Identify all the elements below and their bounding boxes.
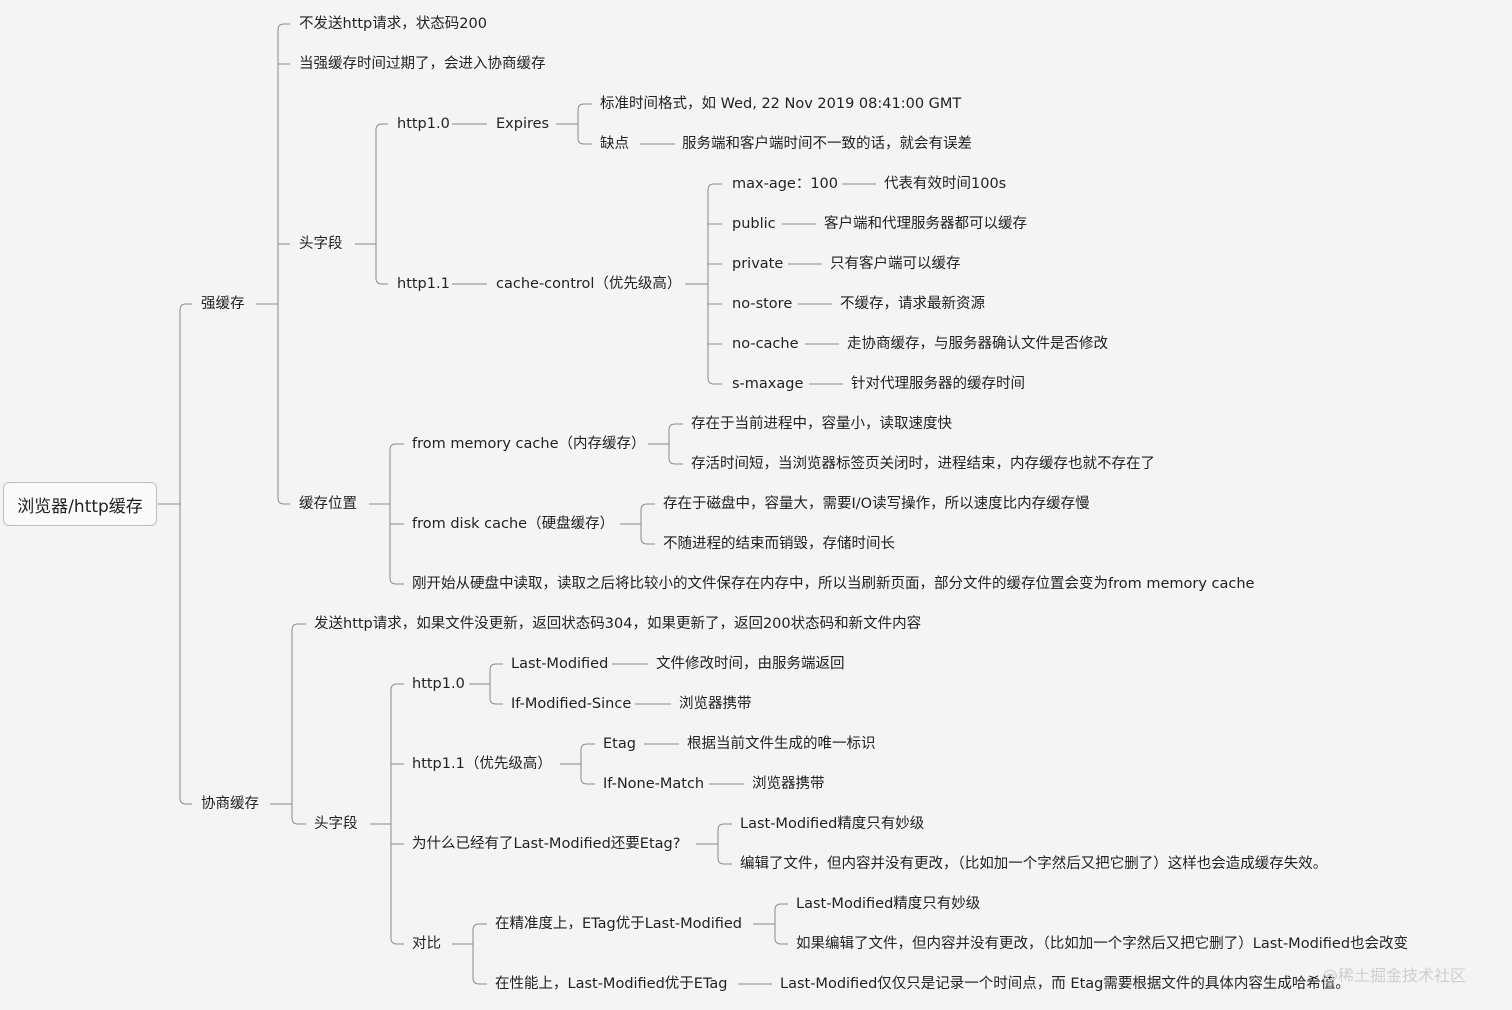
root-node[interactable]: 浏览器/http缓存: [3, 482, 157, 526]
directive-desc[interactable]: 不缓存，请求最新资源: [840, 296, 985, 312]
compare-precision-item[interactable]: Last-Modified精度只有妙级: [796, 896, 981, 912]
compare-precision-node[interactable]: 在精准度上，ETag优于Last-Modified: [495, 916, 743, 932]
last-modified-desc[interactable]: 文件修改时间，由服务端返回: [656, 656, 845, 672]
compare-node[interactable]: 对比: [412, 936, 441, 952]
negotiate-header-node[interactable]: 头字段: [314, 816, 358, 832]
bracket-branch: [717, 857, 732, 865]
strong-no-request-node[interactable]: 不发送http请求，状态码200: [299, 16, 487, 32]
expires-format-node[interactable]: 标准时间格式，如 Wed, 22 Nov 2019 08:41:00 GMT: [600, 96, 962, 112]
bracket-branch: [291, 623, 306, 631]
disk-cache-node[interactable]: from disk cache（硬盘缓存）: [412, 516, 615, 532]
negotiate-cache-node[interactable]: 协商缓存: [201, 796, 259, 812]
strong-http10-node[interactable]: http1.0: [397, 116, 450, 132]
watermark: @稀土掘金技术社区: [1322, 966, 1467, 985]
memory-cache-item[interactable]: 存活时间短，当浏览器标签页关闭时，进程结束，内存缓存也就不存在了: [691, 456, 1155, 472]
bracket-branch: [577, 103, 592, 111]
etag-desc[interactable]: 根据当前文件生成的唯一标识: [687, 736, 876, 752]
if-none-match-desc[interactable]: 浏览器携带: [752, 776, 825, 792]
compare-performance-desc[interactable]: Last-Modified仅仅只是记录一个时间点，而 Etag需要根据文件的具体…: [780, 976, 1350, 992]
bracket-branch: [577, 137, 592, 145]
directive-key[interactable]: private: [732, 256, 784, 272]
bracket-branch: [277, 497, 290, 505]
negotiate-http10-node[interactable]: http1.0: [412, 676, 465, 692]
bracket-branch: [707, 377, 722, 385]
disk-cache-item[interactable]: 不随进程的结束而销毁，存储时间长: [663, 536, 895, 552]
cache-location-note[interactable]: 刚开始从硬盘中读取，读取之后将比较小的文件保存在内存中，所以当刷新页面，部分文件…: [412, 576, 1255, 592]
directive-desc[interactable]: 代表有效时间100s: [884, 176, 1007, 192]
directive-desc[interactable]: 只有客户端可以缓存: [830, 256, 961, 272]
bracket-branch: [489, 663, 503, 671]
bracket-branch: [277, 23, 290, 31]
directive-key[interactable]: no-store: [732, 296, 793, 312]
bracket-branch: [375, 123, 388, 131]
bracket-branch: [668, 423, 683, 431]
memory-cache-node[interactable]: from memory cache（内存缓存）: [412, 436, 646, 452]
strong-header-node[interactable]: 头字段: [299, 236, 343, 252]
bracket-branch: [640, 503, 655, 511]
bracket-branch: [390, 683, 404, 691]
bracket-branch: [291, 817, 306, 825]
bracket-branch: [668, 457, 683, 465]
bracket-branch: [580, 777, 595, 785]
bracket-branch: [717, 823, 732, 831]
directive-desc[interactable]: 客户端和代理服务器都可以缓存: [824, 216, 1027, 232]
bracket-branch: [179, 797, 192, 805]
why-etag-node[interactable]: 为什么已经有了Last-Modified还要Etag?: [412, 836, 681, 852]
bracket-branch: [390, 937, 404, 945]
directive-desc[interactable]: 走协商缓存，与服务器确认文件是否修改: [847, 336, 1108, 352]
if-modified-since-node[interactable]: If-Modified-Since: [511, 696, 632, 712]
why-etag-item[interactable]: Last-Modified精度只有妙级: [740, 816, 925, 832]
expires-defect-text[interactable]: 服务端和客户端时间不一致的话，就会有误差: [682, 136, 972, 152]
etag-node[interactable]: Etag: [603, 736, 636, 752]
compare-precision-item[interactable]: 如果编辑了文件，但内容并没有更改，（比如加一个字然后又把它删了）Last-Mod…: [796, 936, 1409, 952]
bracket-branch: [640, 537, 655, 545]
strong-cache-node[interactable]: 强缓存: [201, 296, 245, 312]
directive-key[interactable]: public: [732, 216, 776, 232]
cache-control-node[interactable]: cache-control（优先级高）: [496, 276, 682, 292]
bracket-branch: [707, 183, 722, 191]
bracket-branch: [389, 443, 404, 451]
if-modified-since-desc[interactable]: 浏览器携带: [679, 696, 752, 712]
strong-http11-node[interactable]: http1.1: [397, 276, 450, 292]
bracket-branch: [375, 277, 388, 285]
bracket-branch: [774, 903, 788, 911]
expires-defect-node[interactable]: 缺点: [600, 136, 629, 152]
negotiate-http11-node[interactable]: http1.1（优先级高）: [412, 756, 552, 772]
expires-node[interactable]: Expires: [496, 116, 550, 132]
directive-key[interactable]: no-cache: [732, 336, 799, 352]
bracket-branch: [389, 577, 404, 585]
directive-desc[interactable]: 针对代理服务器的缓存时间: [851, 376, 1025, 392]
bracket-branch: [580, 743, 595, 751]
directive-key[interactable]: s-maxage: [732, 376, 804, 392]
directive-key[interactable]: max-age：100: [732, 176, 839, 192]
memory-cache-item[interactable]: 存在于当前进程中，容量小，读取速度快: [691, 416, 952, 432]
strong-expire-note-node[interactable]: 当强缓存时间过期了，会进入协商缓存: [299, 56, 546, 72]
bracket-branch: [472, 923, 487, 931]
disk-cache-item[interactable]: 存在于磁盘中，容量大，需要I/O读写操作，所以速度比内存缓存慢: [663, 496, 1090, 512]
bracket-branch: [179, 303, 192, 311]
why-etag-item[interactable]: 编辑了文件，但内容并没有更改，（比如加一个字然后又把它删了）这样也会造成缓存失效…: [740, 856, 1328, 872]
bracket-branch: [489, 697, 503, 705]
negotiate-request-node[interactable]: 发送http请求，如果文件没更新，返回状态码304，如果更新了，返回200状态码…: [314, 616, 922, 632]
last-modified-node[interactable]: Last-Modified: [511, 656, 609, 672]
cache-location-node[interactable]: 缓存位置: [299, 496, 357, 512]
bracket-branch: [472, 977, 487, 985]
if-none-match-node[interactable]: If-None-Match: [603, 776, 705, 792]
compare-performance-node[interactable]: 在性能上，Last-Modified优于ETag: [495, 976, 728, 992]
bracket-branch: [774, 937, 788, 945]
